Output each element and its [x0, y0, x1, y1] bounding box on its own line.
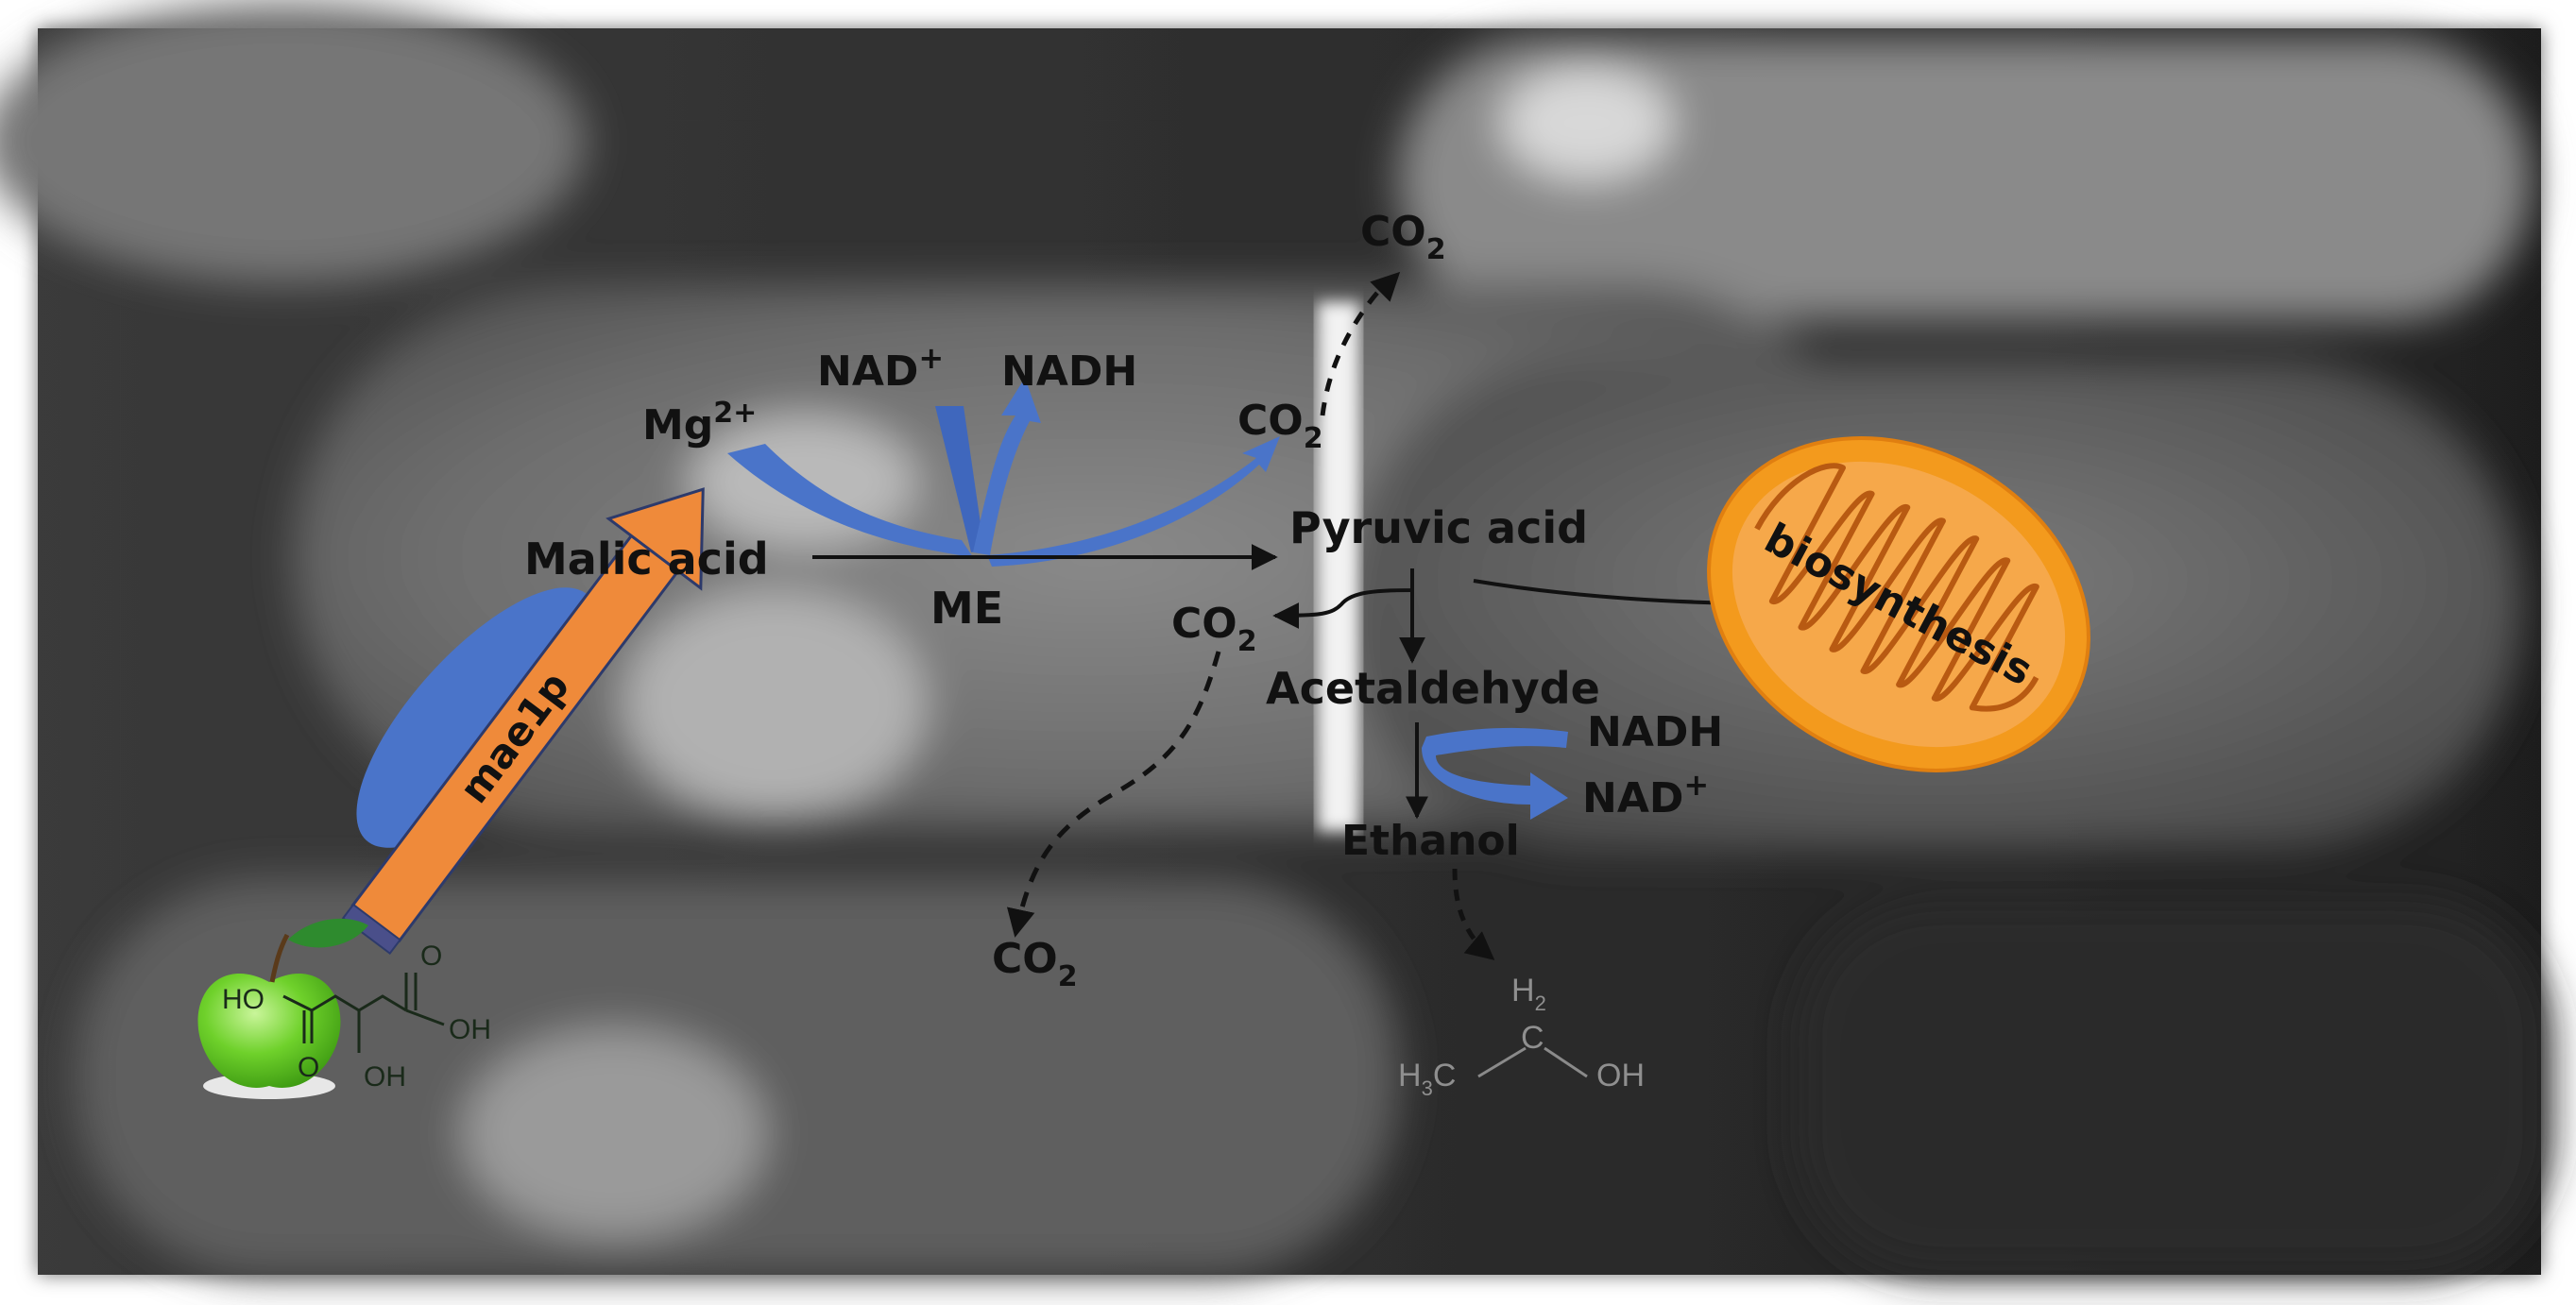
co2-mid-label: CO2: [1237, 397, 1323, 455]
metabolite-labels: Malic acid Pyruvic acid Acetaldehyde Eth…: [524, 208, 1723, 993]
co2-release-top-arrow: [1320, 271, 1401, 416]
ethanol-label: Ethanol: [1341, 817, 1520, 865]
malic-o-bottom: O: [298, 1052, 319, 1083]
acetaldehyde-label: Acetaldehyde: [1266, 663, 1600, 714]
mitochondrion: biosynthesis: [1707, 436, 2090, 772]
malic-acid-structure: [282, 973, 445, 1053]
co2-left-label: CO2: [1171, 600, 1257, 658]
ethanol-oh: OH: [1596, 1058, 1645, 1093]
micrograph-background: [0, 0, 2550, 1275]
nadh-cofactor-arrow: [1422, 727, 1568, 820]
ethanol-release-arrow: [1452, 868, 1495, 960]
cofactor-arrows-top: [727, 378, 1280, 567]
co2-top-label: CO2: [1360, 208, 1446, 266]
ethanol-structure: H2 C H3C OH: [1398, 973, 1645, 1100]
nadh-bottom-label: NADH: [1587, 708, 1723, 756]
co2-bottom-label: CO2: [992, 935, 1078, 993]
mae1p-transporter: mae1p: [341, 487, 705, 956]
nadh-top-label: NADH: [1001, 347, 1137, 396]
pyruvic-acid-label: Pyruvic acid: [1289, 502, 1588, 553]
malic-acid-atoms: HO OH OH O O: [222, 941, 491, 1093]
nad-plus-top-label: NAD+: [817, 340, 944, 396]
pathway-arrows: [812, 271, 1826, 960]
malic-enzyme-label: ME: [930, 583, 1003, 634]
malic-o-top: O: [420, 941, 442, 972]
pyruvic-to-co2-arrow: [1272, 568, 1414, 629]
magnesium-label: Mg2+: [642, 397, 757, 449]
malic-acid-label: Malic acid: [524, 534, 769, 585]
malic-ho-left: HO: [222, 984, 264, 1015]
nad-plus-bottom-label: NAD+: [1582, 767, 1709, 822]
ethanol-c: C: [1521, 1020, 1544, 1056]
co2-release-bottom-arrow: [1006, 651, 1221, 938]
apple-icon: [197, 918, 368, 1099]
malic-oh-right: OH: [449, 1014, 491, 1045]
ethanol-h3c: H3C: [1398, 1058, 1456, 1100]
malic-oh-bottom: OH: [364, 1061, 406, 1093]
ethanol-h2: H2: [1511, 973, 1546, 1015]
